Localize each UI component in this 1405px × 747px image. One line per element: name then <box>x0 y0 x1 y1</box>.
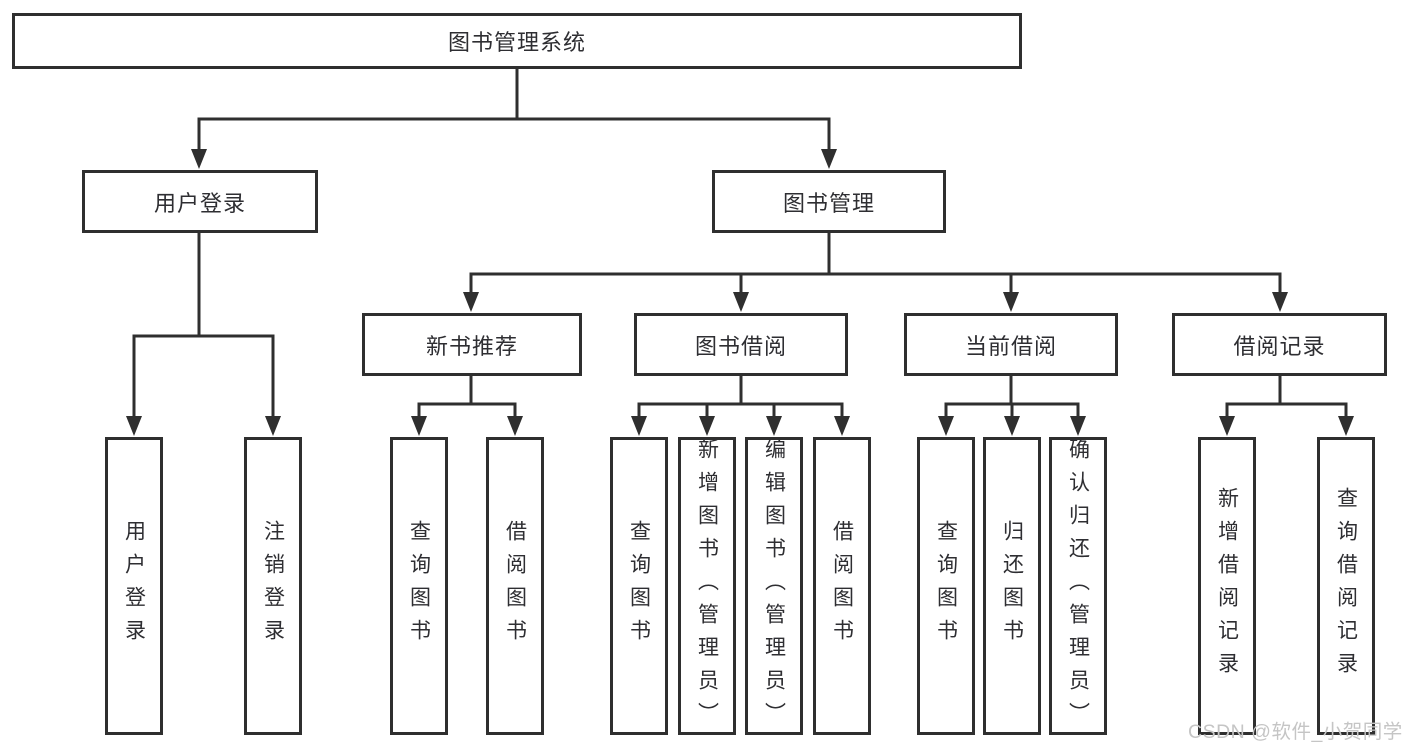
node-label: 用户登录 <box>153 190 246 216</box>
leaf-query-books-borrow: 查询图书 <box>610 437 668 735</box>
node-label: 用户登录 <box>122 520 146 652</box>
node-label: 当前借阅 <box>964 333 1057 359</box>
arrowhead <box>766 416 782 436</box>
edge-current-to-leaves <box>944 374 1080 424</box>
edge-records-to-leaves <box>1225 374 1348 424</box>
edge-bookmgmt-to-level3 <box>469 231 1282 301</box>
node-label: 注销登录 <box>261 520 285 652</box>
node-book-borrow: 图书借阅 <box>634 313 848 376</box>
arrowhead <box>938 416 954 436</box>
leaf-query-books-recommend: 查询图书 <box>390 437 448 735</box>
node-label: 新增借阅记录 <box>1215 487 1239 685</box>
node-current-borrow: 当前借阅 <box>904 313 1118 376</box>
edge-userlogin-to-leaves <box>132 231 275 424</box>
node-borrow-records: 借阅记录 <box>1172 313 1387 376</box>
node-label: 查询图书 <box>407 520 431 652</box>
node-user-login: 用户登录 <box>82 170 318 233</box>
node-new-book-recommend: 新书推荐 <box>362 313 582 376</box>
watermark: CSDN @软件_小贺同学 <box>1188 721 1403 743</box>
node-label: 图书借阅 <box>694 333 787 359</box>
arrowhead <box>1070 416 1086 436</box>
arrowhead <box>1272 292 1288 312</box>
arrowhead <box>699 416 715 436</box>
arrowhead <box>463 292 479 312</box>
node-label: 图书管理系统 <box>447 30 586 55</box>
arrowhead <box>265 416 281 436</box>
arrowhead <box>507 416 523 436</box>
arrowhead <box>821 149 837 169</box>
leaf-borrow-books-recommend: 借阅图书 <box>486 437 544 735</box>
node-label: 确认归还（管理员） <box>1066 437 1090 735</box>
node-label: 新增图书（管理员） <box>695 437 719 735</box>
node-label: 编辑图书（管理员） <box>762 437 786 735</box>
node-label: 查询借阅记录 <box>1334 487 1358 685</box>
arrowhead <box>126 416 142 436</box>
node-label: 图书管理 <box>782 190 875 216</box>
node-label: 新书推荐 <box>425 333 518 359</box>
leaf-borrow-books: 借阅图书 <box>813 437 871 735</box>
node-book-management: 图书管理 <box>712 170 946 233</box>
arrowhead <box>733 292 749 312</box>
edge-newbook-to-leaves <box>417 374 517 424</box>
leaf-query-borrow-record: 查询借阅记录 <box>1317 437 1375 735</box>
edge-root-to-level2 <box>197 67 831 157</box>
leaf-add-book-admin: 新增图书（管理员） <box>678 437 736 735</box>
arrowhead <box>411 416 427 436</box>
node-label: 查询图书 <box>627 520 651 652</box>
arrowhead <box>834 416 850 436</box>
edge-borrow-to-leaves <box>637 374 844 424</box>
node-label: 借阅记录 <box>1233 333 1326 359</box>
arrowhead <box>1219 416 1235 436</box>
leaf-query-books-current: 查询图书 <box>917 437 975 735</box>
node-label: 借阅图书 <box>830 520 854 652</box>
arrowhead <box>631 416 647 436</box>
node-label: 归还图书 <box>1000 520 1024 652</box>
arrowhead <box>1003 292 1019 312</box>
arrowhead <box>1004 416 1020 436</box>
leaf-edit-book-admin: 编辑图书（管理员） <box>745 437 803 735</box>
node-label: 借阅图书 <box>503 520 527 652</box>
node-label: 查询图书 <box>934 520 958 652</box>
leaf-return-book: 归还图书 <box>983 437 1041 735</box>
arrowhead <box>191 149 207 169</box>
leaf-confirm-return-admin: 确认归还（管理员） <box>1049 437 1107 735</box>
leaf-user-login: 用户登录 <box>105 437 163 735</box>
arrowheads <box>126 149 1354 436</box>
leaf-add-borrow-record: 新增借阅记录 <box>1198 437 1256 735</box>
node-system-root: 图书管理系统 <box>12 13 1022 69</box>
leaf-logout: 注销登录 <box>244 437 302 735</box>
arrowhead <box>1338 416 1354 436</box>
connector-strokes <box>132 67 1348 424</box>
